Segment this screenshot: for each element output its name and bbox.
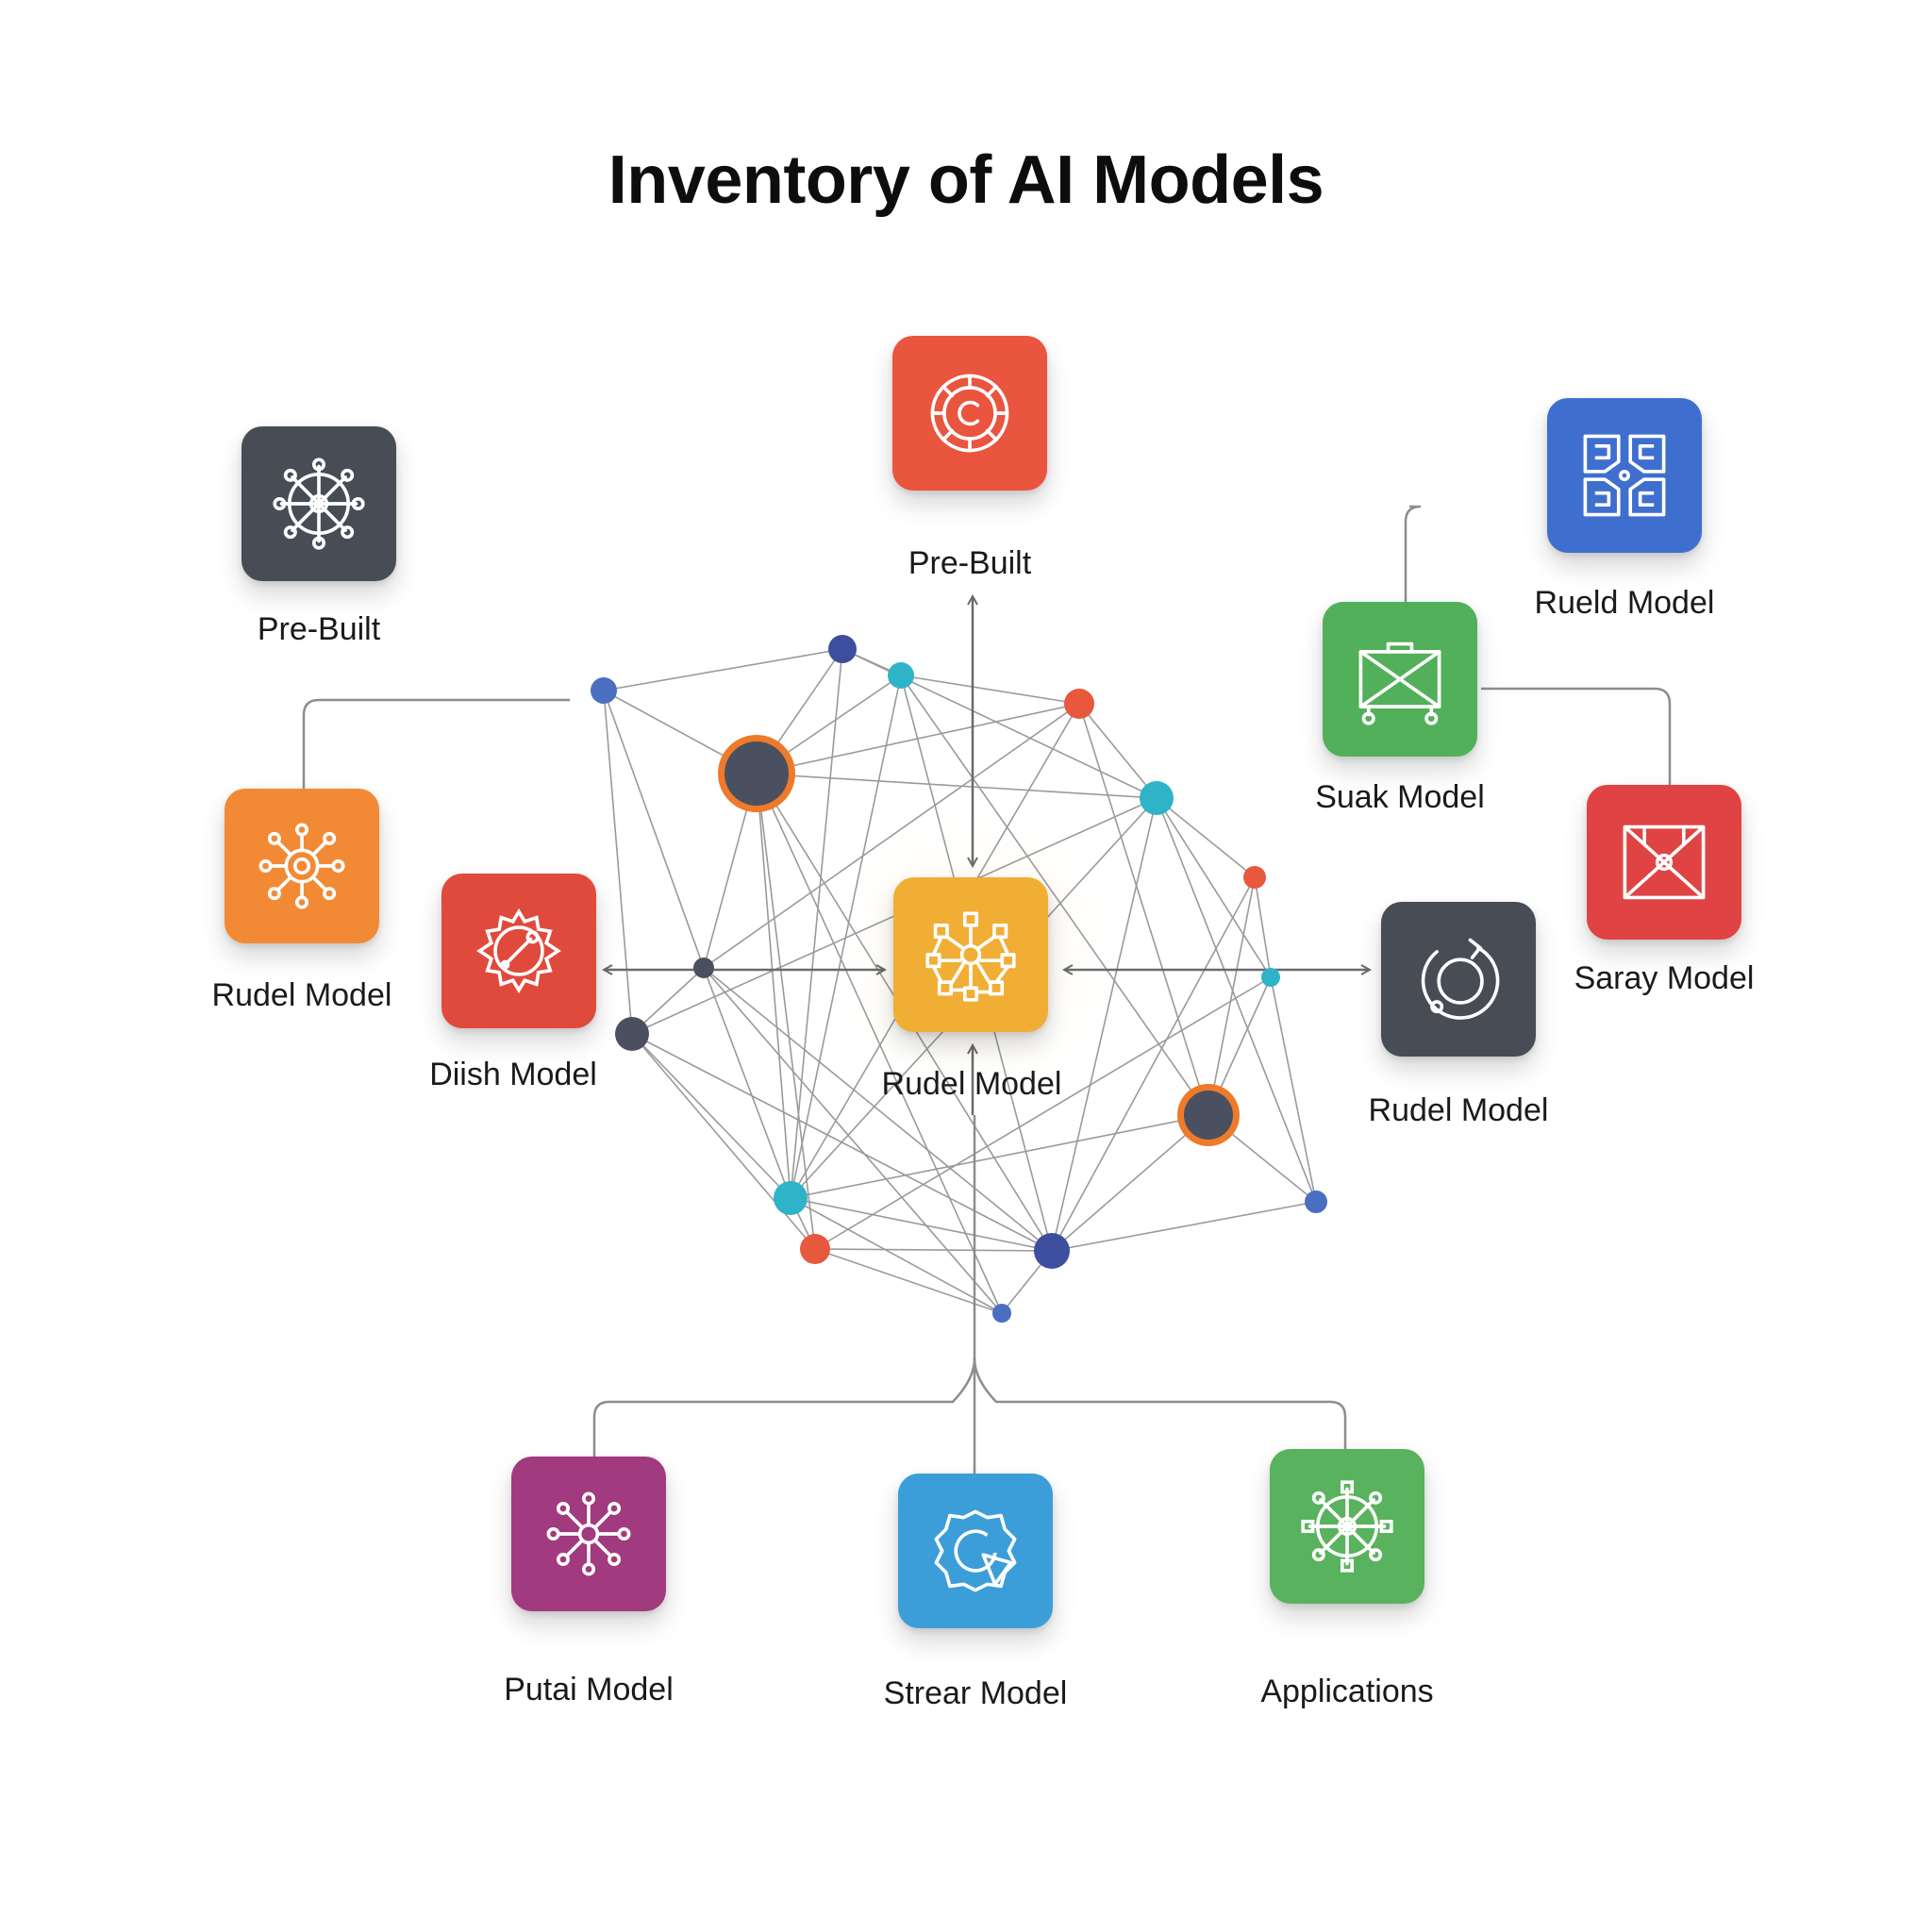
mesh-link bbox=[756, 703, 1080, 774]
hub-icon bbox=[253, 817, 351, 915]
mesh-link bbox=[631, 1033, 1053, 1252]
label-pre-built-top: Pre-Built bbox=[908, 545, 1032, 581]
label-suak: Suak Model bbox=[1315, 779, 1485, 815]
mesh-link bbox=[756, 773, 816, 1250]
refresh-badge-icon bbox=[926, 1502, 1024, 1600]
mesh-link bbox=[1270, 976, 1317, 1203]
label-saray: Saray Model bbox=[1574, 960, 1755, 996]
four-quadrant-icon bbox=[1575, 426, 1674, 525]
label-applications: Applications bbox=[1260, 1674, 1434, 1709]
mesh-link bbox=[703, 967, 791, 1199]
rotate-circle-icon bbox=[1409, 930, 1507, 1028]
label-strear: Strear Model bbox=[883, 1675, 1068, 1711]
connectors bbox=[302, 505, 1672, 1474]
mesh-node bbox=[800, 1234, 830, 1264]
mesh-node bbox=[693, 958, 714, 978]
mesh-nodes bbox=[591, 635, 1327, 1323]
label-rudel-right: Rudel Model bbox=[1368, 1092, 1549, 1128]
mesh-node bbox=[1261, 968, 1280, 987]
tile-pre-built-top[interactable] bbox=[892, 336, 1047, 491]
arrows bbox=[604, 596, 1370, 1115]
label-pre-built-left: Pre-Built bbox=[257, 611, 381, 647]
mesh-node bbox=[1305, 1191, 1327, 1213]
mesh-link bbox=[1156, 797, 1317, 1203]
mesh-node bbox=[1243, 866, 1266, 889]
connector-rueld-suak bbox=[1404, 505, 1422, 607]
mesh-link bbox=[1254, 876, 1272, 978]
mesh-link bbox=[603, 690, 633, 1035]
mesh-node bbox=[1184, 1091, 1233, 1140]
mesh-link bbox=[1078, 703, 1209, 1116]
mesh-link bbox=[703, 967, 1003, 1314]
mesh-node bbox=[888, 662, 914, 689]
mesh-link bbox=[603, 690, 705, 969]
mesh-link bbox=[756, 773, 1003, 1314]
mesh-link bbox=[900, 675, 1080, 705]
mesh-node bbox=[992, 1304, 1011, 1323]
connector-bottom-trunk bbox=[592, 1115, 976, 1457]
tile-suak[interactable] bbox=[1323, 602, 1477, 757]
mesh-link bbox=[1156, 797, 1272, 978]
label-rudel-left: Rudel Model bbox=[211, 977, 392, 1013]
mesh-link bbox=[1208, 876, 1256, 1116]
mesh-link bbox=[1078, 703, 1158, 799]
tile-rudel-left[interactable] bbox=[225, 789, 379, 943]
label-putai: Putai Model bbox=[504, 1672, 674, 1707]
tile-rudel-center[interactable] bbox=[893, 877, 1048, 1032]
mesh-link bbox=[703, 703, 1080, 969]
mesh-link bbox=[790, 675, 902, 1199]
connector-suak-saray bbox=[1481, 687, 1672, 785]
mesh-node bbox=[774, 1181, 808, 1215]
mesh-node bbox=[724, 741, 789, 806]
tile-saray[interactable] bbox=[1587, 785, 1741, 940]
starburst-icon bbox=[540, 1485, 638, 1583]
mesh-link bbox=[1051, 1201, 1317, 1252]
ship-wheel-icon bbox=[270, 455, 368, 553]
mesh-link bbox=[703, 967, 1053, 1252]
mesh-link bbox=[756, 773, 1158, 799]
mesh-link bbox=[900, 675, 1209, 1116]
mesh-link bbox=[756, 773, 791, 1199]
connector-bottom-right bbox=[973, 1357, 1347, 1449]
label-rudel-center: Rudel Model bbox=[881, 1066, 1062, 1102]
mesh-link bbox=[1156, 797, 1256, 878]
ship-wheel-icon bbox=[1298, 1477, 1396, 1575]
tile-putai[interactable] bbox=[511, 1457, 666, 1611]
tile-rudel-right[interactable] bbox=[1381, 902, 1536, 1057]
mesh-node bbox=[1064, 689, 1094, 719]
mesh-link bbox=[1051, 1114, 1209, 1252]
label-rueld: Rueld Model bbox=[1534, 585, 1715, 621]
mesh-link bbox=[814, 1248, 1053, 1252]
label-diish: Diish Model bbox=[429, 1057, 597, 1092]
tile-applications[interactable] bbox=[1270, 1449, 1424, 1604]
briefcase-icon bbox=[1351, 630, 1449, 728]
mesh-link bbox=[814, 976, 1272, 1250]
mesh-node bbox=[1034, 1233, 1070, 1269]
page-title: Inventory of AI Models bbox=[608, 142, 1324, 218]
tile-diish[interactable] bbox=[441, 874, 596, 1028]
mesh-link bbox=[603, 648, 843, 691]
copyright-gear-icon bbox=[921, 364, 1019, 462]
mesh-link bbox=[631, 1033, 791, 1199]
connector-left bbox=[302, 698, 570, 789]
tile-pre-built-left[interactable] bbox=[242, 426, 396, 581]
mesh-node bbox=[591, 677, 617, 704]
tile-rueld[interactable] bbox=[1547, 398, 1702, 553]
tile-strear[interactable] bbox=[898, 1474, 1053, 1628]
mesh-link bbox=[1051, 876, 1256, 1252]
mesh-link bbox=[790, 1197, 1003, 1314]
mesh-link bbox=[790, 1114, 1209, 1199]
mesh-link bbox=[1051, 797, 1158, 1252]
network-cluster-icon bbox=[922, 906, 1020, 1004]
mesh-node bbox=[615, 1017, 649, 1051]
mesh-node bbox=[828, 635, 857, 663]
mesh-link bbox=[790, 1197, 1053, 1252]
envelope-icon bbox=[1615, 813, 1713, 911]
gear-wrench-icon bbox=[470, 902, 568, 1000]
mesh-links bbox=[603, 648, 1317, 1314]
mesh-node bbox=[1140, 781, 1174, 815]
mesh-link bbox=[814, 1248, 1003, 1314]
mesh-link bbox=[790, 648, 843, 1199]
